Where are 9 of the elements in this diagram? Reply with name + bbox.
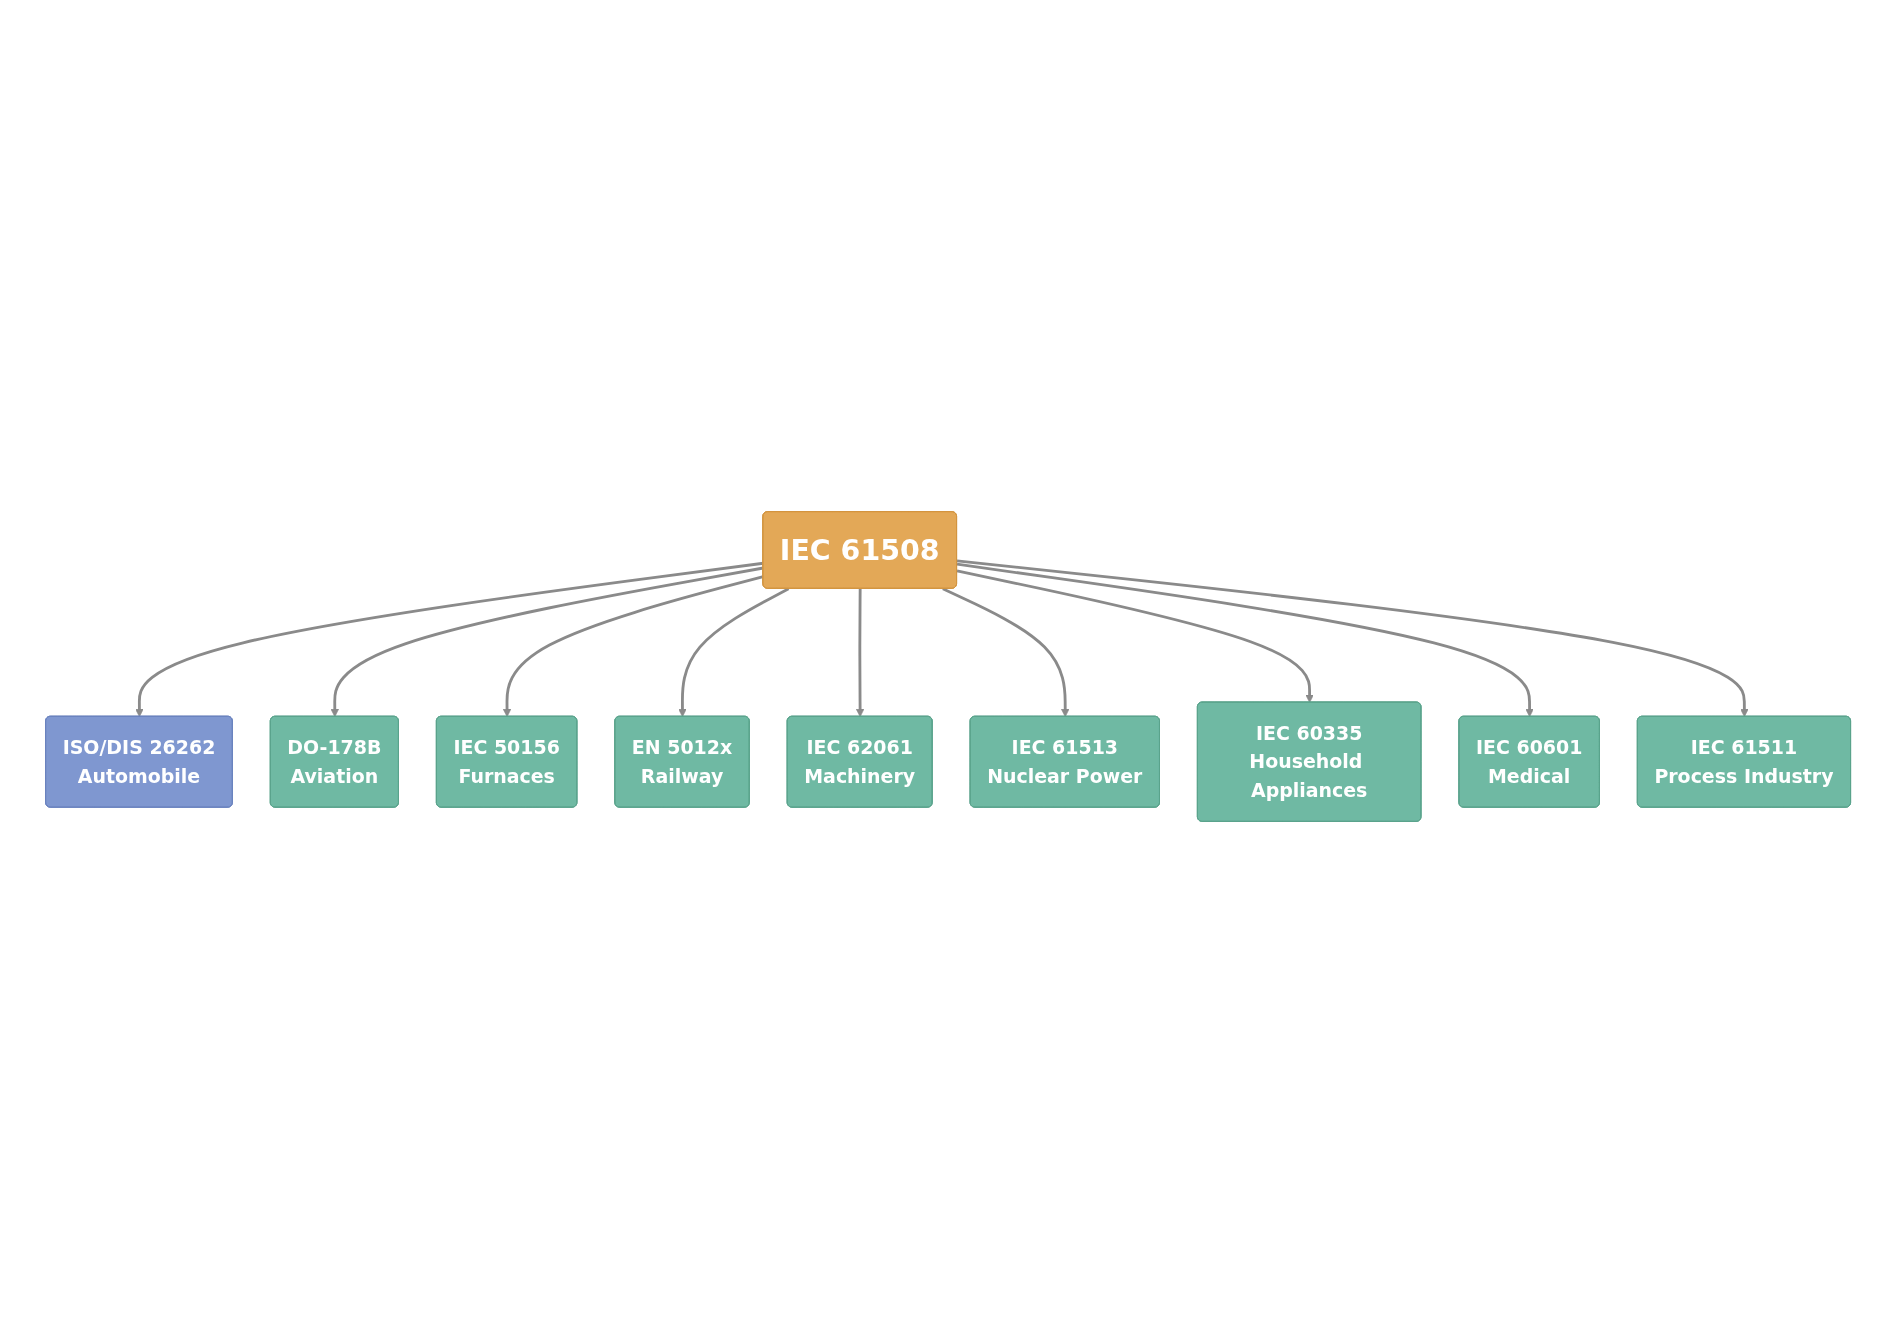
arrow xyxy=(330,566,764,717)
arrow xyxy=(956,558,1749,717)
arrow xyxy=(135,561,764,717)
arrow xyxy=(855,588,865,717)
arrow xyxy=(678,587,790,717)
arrow xyxy=(502,574,764,717)
arrow xyxy=(956,569,1314,703)
arrow xyxy=(942,587,1070,717)
arrow xyxy=(956,562,1534,717)
